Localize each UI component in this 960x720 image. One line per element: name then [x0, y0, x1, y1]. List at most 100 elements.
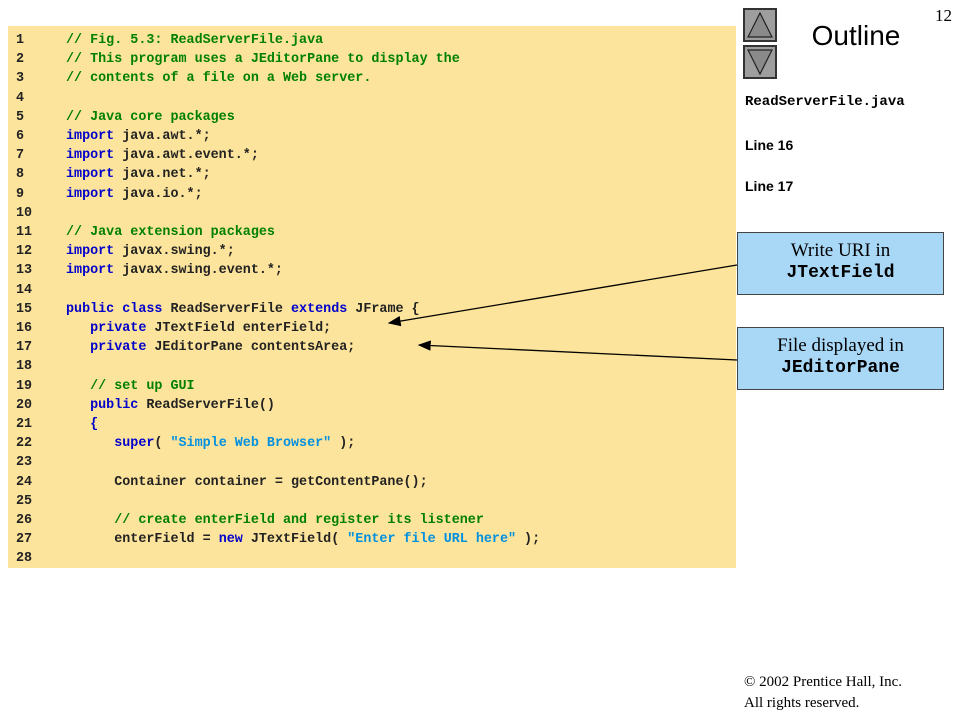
code-line: 17 private JEditorPane contentsArea; — [8, 338, 736, 357]
code-token-plain: JTextField( — [242, 532, 348, 548]
code-text: super( "Simple Web Browser" ); — [66, 434, 355, 453]
code-token-keyword: public class — [66, 301, 163, 317]
page-number: 12 — [935, 6, 952, 25]
next-slide-button[interactable] — [743, 45, 777, 79]
code-token-plain: JTextField enterField; — [146, 321, 332, 336]
line-17-label: Line 17 — [745, 178, 794, 194]
code-token-keyword: super — [114, 436, 155, 452]
line-number: 1 — [16, 33, 25, 48]
code-token-keyword: import — [66, 167, 115, 183]
outline-title: Outline — [811, 20, 901, 51]
code-line: 10 — [8, 204, 736, 223]
line-16-label: Line 16 — [745, 137, 794, 153]
up-triangle-icon — [747, 11, 773, 38]
code-token-plain: java.awt.event.*; — [114, 148, 259, 164]
code-text: public ReadServerFile() — [66, 396, 275, 415]
code-line: 13 import javax.swing.event.*; — [8, 261, 736, 280]
code-text: { — [66, 415, 98, 434]
code-token-comment: // Java extension packages — [66, 225, 275, 240]
code-token-plain: JFrame { — [347, 301, 420, 317]
code-token-plain: javax.swing.event.*; — [114, 263, 283, 279]
line-number: 2 — [16, 52, 25, 68]
code-token-keyword: import — [66, 186, 115, 202]
code-text: // Fig. 5.3: ReadServerFile.java — [66, 31, 323, 50]
line-number: 5 — [16, 109, 25, 125]
line-number: 7 — [16, 148, 25, 164]
code-line: 12 import javax.swing.*; — [8, 242, 736, 261]
code-token-comment: // contents of a file on a Web server. — [66, 71, 372, 87]
code-token-comment: // Java core packages — [66, 109, 235, 125]
code-token-plain: java.awt.*; — [114, 129, 211, 144]
code-token-comment: // create enterField and register its li… — [66, 513, 484, 528]
down-triangle-icon — [747, 49, 773, 76]
line-number: 12 — [16, 244, 33, 260]
copyright-footer: © 2002 Prentice Hall, Inc. All rights re… — [744, 672, 954, 714]
code-token-plain: javax.swing.*; — [114, 244, 235, 260]
code-text: // Java core packages — [66, 108, 235, 127]
code-token-plain: ); — [331, 436, 356, 452]
callout-code: JTextField — [786, 263, 895, 283]
code-text: private JEditorPane contentsArea; — [66, 338, 355, 357]
callout-write-uri: Write URI in JTextField — [737, 232, 944, 295]
line-number: 9 — [16, 186, 25, 202]
code-text: private JTextField enterField; — [66, 319, 331, 338]
code-text: // Java extension packages — [66, 223, 275, 242]
line-number: 21 — [16, 417, 33, 432]
callout-text: File displayed in — [777, 335, 904, 356]
code-text: import javax.swing.*; — [66, 242, 235, 261]
code-line: 24 Container container = getContentPane(… — [8, 473, 736, 492]
line-number: 10 — [16, 205, 33, 221]
code-line: 26 // create enterField and register its… — [8, 511, 736, 530]
line-number: 11 — [16, 225, 33, 240]
code-token-keyword: import — [66, 244, 115, 260]
line-number: 22 — [16, 436, 33, 452]
code-text: import javax.swing.event.*; — [66, 261, 283, 280]
code-listing: 1 // Fig. 5.3: ReadServerFile.java 2 // Thi… — [8, 26, 736, 568]
code-text: import java.io.*; — [66, 185, 203, 204]
code-line: 5 // Java core packages — [8, 108, 736, 127]
code-text: // This program uses a JEditorPane to di… — [66, 50, 460, 69]
code-token-plain: Container container = getContentPane(); — [66, 474, 428, 490]
code-token-string: "Enter file URL here" — [347, 532, 517, 548]
code-token-plain: ReadServerFile() — [138, 397, 275, 413]
callout-text: Write URI in — [790, 240, 891, 261]
line-number: 24 — [16, 474, 33, 490]
code-line: 1 // Fig. 5.3: ReadServerFile.java — [8, 31, 736, 50]
code-text: public class ReadServerFile extends JFra… — [66, 300, 420, 319]
code-token-plain: java.io.*; — [114, 186, 203, 202]
code-token-keyword: extends — [291, 301, 348, 317]
code-line: 2 // This program uses a JEditorPane to d… — [8, 50, 736, 69]
code-line: 23 — [8, 453, 736, 472]
file-name-label: ReadServerFile.java — [745, 94, 905, 110]
code-line: 14 — [8, 281, 736, 300]
code-line: 28 — [8, 549, 736, 568]
code-line: 3// contents of a file on a Web server. — [8, 69, 736, 88]
code-line: 25 — [8, 492, 736, 511]
code-line: 20 public ReadServerFile() — [8, 396, 736, 415]
code-line: 19 // set up GUI — [8, 377, 736, 396]
line-number: 13 — [16, 263, 33, 279]
code-token-comment: // This program uses a JEditorPane to di… — [66, 52, 460, 68]
code-token-plain: java.net.*; — [114, 167, 211, 183]
code-token-string: "Simple Web Browser" — [170, 436, 332, 452]
code-text: import java.awt.event.*; — [66, 146, 259, 165]
code-token-keyword: public — [90, 397, 139, 413]
code-line: 21 { — [8, 415, 736, 434]
line-number: 4 — [16, 90, 25, 106]
code-token-keyword: import — [66, 129, 115, 144]
line-number: 17 — [16, 340, 33, 356]
code-text: // contents of a file on a Web server. — [66, 69, 371, 88]
code-token-plain: ( — [154, 436, 171, 452]
code-line: 18 — [8, 357, 736, 376]
code-token-plain: enterField = — [66, 532, 219, 548]
line-number: 14 — [16, 282, 33, 298]
code-token-keyword: import — [66, 148, 115, 164]
code-text: import java.net.*; — [66, 165, 211, 184]
arrow-to-line-16 — [387, 264, 738, 327]
rights-text: All rights reserved. — [744, 695, 860, 711]
code-line: 9 import java.io.*; — [8, 185, 736, 204]
previous-slide-button[interactable] — [743, 8, 777, 42]
